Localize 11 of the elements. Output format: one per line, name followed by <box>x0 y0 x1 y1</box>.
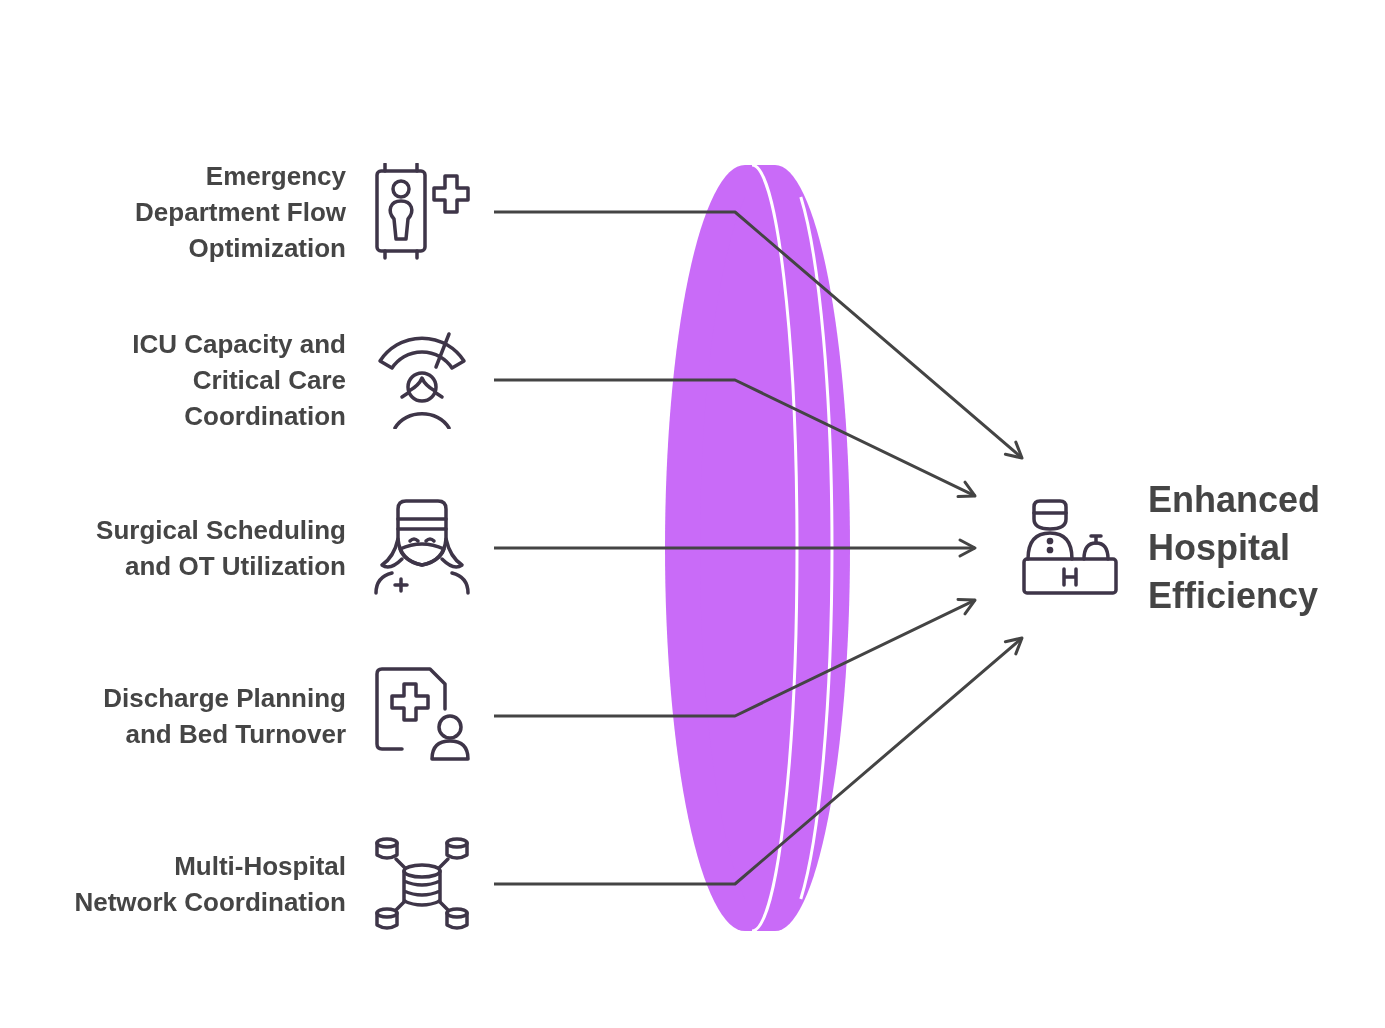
topic-label: Multi-Hospital Network Coordination <box>73 850 346 919</box>
arrow <box>494 378 977 499</box>
arrow <box>494 636 1024 886</box>
topic-label: Emergency Department Flow Optimization <box>134 160 346 265</box>
topic-label: Discharge Planning and Bed Turnover <box>102 682 346 751</box>
topic-label: Surgical Scheduling and OT Utilization <box>95 514 346 583</box>
topic-label: ICU Capacity and Critical Care Coordination <box>131 328 346 433</box>
arrow <box>494 597 977 718</box>
arrow <box>494 538 977 558</box>
arrow <box>494 210 1024 460</box>
result-label: Enhanced Hospital Efficiency <box>1148 478 1322 618</box>
